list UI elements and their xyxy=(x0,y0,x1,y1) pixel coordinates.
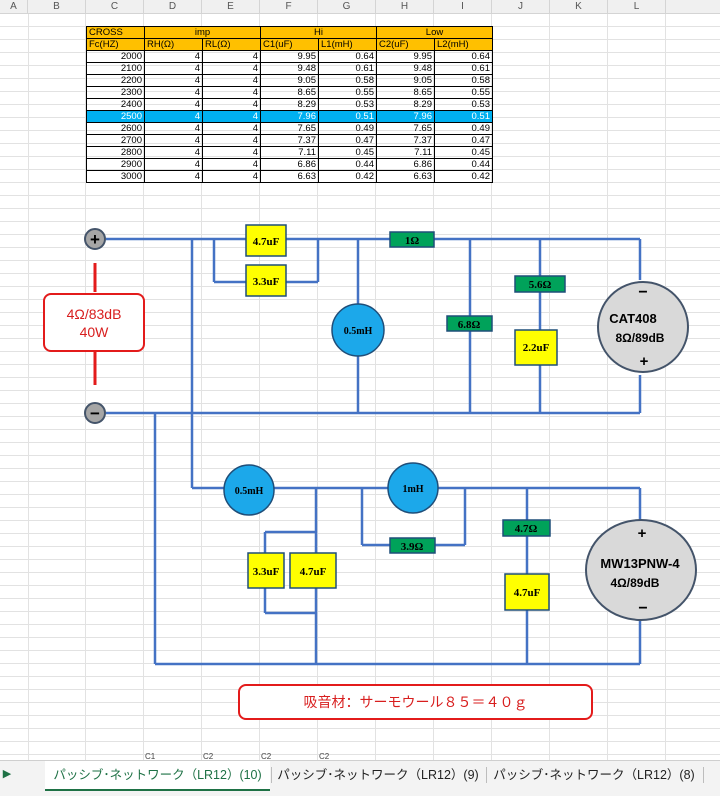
hi-series-resistor[interactable]: 1Ω xyxy=(389,231,435,248)
low-zobel-resistor-label: 4.7Ω xyxy=(515,523,538,535)
column-header-l[interactable]: L xyxy=(608,0,666,13)
hi-shunt-resistor[interactable]: 6.8Ω xyxy=(446,315,493,332)
table-cell[interactable]: 0.51 xyxy=(318,110,377,123)
column-header-e[interactable]: E xyxy=(202,0,260,13)
tweeter-spec: 8Ω/89dB xyxy=(616,331,665,345)
hi-cap1[interactable]: 4.7uF xyxy=(245,224,287,257)
low-parallel-resistor-label: 3.9Ω xyxy=(401,541,424,553)
low-zobel-capacitor[interactable]: 4.7uF xyxy=(504,573,550,611)
tab-separator xyxy=(271,767,272,783)
tweeter-plus: + xyxy=(640,353,649,370)
table-cell[interactable]: 4 xyxy=(202,170,261,183)
low-cap2-label: 4.7uF xyxy=(300,566,327,578)
low-cap1-label: 3.3uF xyxy=(253,566,280,578)
table-cell[interactable]: 0.42 xyxy=(434,170,493,183)
col-header-rl[interactable]: RL(Ω) xyxy=(202,38,261,51)
hi-cap1-label: 4.7uF xyxy=(253,236,280,248)
column-header-c[interactable]: C xyxy=(86,0,144,13)
low-cap1[interactable]: 3.3uF xyxy=(247,552,285,589)
hi-header[interactable]: Hi xyxy=(260,26,377,39)
low-cap2[interactable]: 4.7uF xyxy=(289,552,337,589)
crossover-circuit: + − 4.7uF 3.3uF 1Ω 0.5mH 6.8Ω 5.6Ω 2.2uF… xyxy=(84,224,697,666)
col-header-l1[interactable]: L1(mH) xyxy=(318,38,377,51)
column-header-g[interactable]: G xyxy=(318,0,376,13)
column-header-f[interactable]: F xyxy=(260,0,318,13)
table-cell[interactable]: 0.51 xyxy=(434,110,493,123)
amp-callout[interactable]: 4Ω/83dB 40W xyxy=(43,293,145,352)
woofer-spec: 4Ω/89dB xyxy=(611,576,660,590)
woofer-name: MW13PNW-4 xyxy=(600,556,680,571)
tweeter-name: CAT408 xyxy=(609,311,656,326)
minus-terminal-label: − xyxy=(90,404,100,423)
hi-cap2-label: 3.3uF xyxy=(253,276,280,288)
note-callout[interactable]: 吸音材：サーモウール８５＝４０ｇ xyxy=(238,684,593,720)
low-zobel-resistor[interactable]: 4.7Ω xyxy=(502,519,551,537)
sheet-tab-bar: ▶ パッシブ･ネットワーク（LR12）(10) パッシブ･ネットワーク（LR12… xyxy=(0,760,720,796)
table-cell[interactable]: 4 xyxy=(144,170,203,183)
sheet-tab-10[interactable]: パッシブ･ネットワーク（LR12）(10) xyxy=(45,761,270,791)
table-cell[interactable]: 4 xyxy=(202,110,261,123)
amp-callout-line1: 4Ω/83dB xyxy=(66,306,122,322)
hi-inductor[interactable]: 0.5mH xyxy=(331,303,385,357)
tab-separator xyxy=(703,767,704,783)
column-header-bar: A B C D E F G H I J K L xyxy=(0,0,720,14)
stub-2: C2 xyxy=(203,752,214,761)
sheet-tab-9[interactable]: パッシブ･ネットワーク（LR12）(9) xyxy=(277,768,479,782)
hi-notch-capacitor[interactable]: 2.2uF xyxy=(514,329,558,366)
woofer-driver[interactable]: + MW13PNW-4 4Ω/89dB − xyxy=(585,519,697,621)
low-inductor1[interactable]: 0.5mH xyxy=(223,464,275,516)
low-parallel-resistor[interactable]: 3.9Ω xyxy=(389,537,436,554)
woofer-plus: + xyxy=(638,525,647,542)
column-header-k[interactable]: K xyxy=(550,0,608,13)
hi-notch-capacitor-label: 2.2uF xyxy=(523,342,550,354)
stub-1: C1 xyxy=(145,752,156,761)
hi-shunt-resistor-label: 6.8Ω xyxy=(458,319,481,331)
tweeter-minus: − xyxy=(638,284,647,301)
hi-cap2[interactable]: 3.3uF xyxy=(245,264,287,297)
tweeter-driver[interactable]: − CAT408 8Ω/89dB + xyxy=(597,281,689,373)
col-header-fc[interactable]: Fc(HZ) xyxy=(86,38,145,51)
note-text: 吸音材：サーモウール８５＝４０ｇ xyxy=(303,694,528,710)
hi-inductor-label: 0.5mH xyxy=(344,326,373,337)
amp-callout-line2: 40W xyxy=(79,324,109,340)
crossover-table[interactable]: CROSS imp Hi Low Fc(HZ) RH(Ω) RL(Ω) C1(u… xyxy=(86,26,493,183)
low-zobel-capacitor-label: 4.7uF xyxy=(514,587,541,599)
plus-terminal-label: + xyxy=(90,230,100,249)
stub-3: C2 xyxy=(261,752,272,761)
wires xyxy=(106,237,642,666)
sheet-tab-8[interactable]: パッシブ･ネットワーク（LR12）(8) xyxy=(493,768,695,782)
column-header-i[interactable]: I xyxy=(434,0,492,13)
woofer-minus: − xyxy=(638,600,647,617)
low-inductor1-label: 0.5mH xyxy=(235,486,264,497)
cross-header[interactable]: CROSS xyxy=(86,26,145,39)
column-header-b[interactable]: B xyxy=(28,0,86,13)
col-header-rh[interactable]: RH(Ω) xyxy=(144,38,203,51)
minus-terminal[interactable]: − xyxy=(84,402,106,424)
col-header-l2[interactable]: L2(mH) xyxy=(434,38,493,51)
tab-scroll-right-icon[interactable]: ▶ xyxy=(2,768,12,780)
column-header-a[interactable]: A xyxy=(0,0,28,13)
hi-notch-resistor[interactable]: 5.6Ω xyxy=(514,275,566,293)
column-header-d[interactable]: D xyxy=(144,0,202,13)
low-inductor2[interactable]: 1mH xyxy=(387,462,439,514)
table-cell[interactable]: 2500 xyxy=(86,110,145,123)
hi-notch-resistor-label: 5.6Ω xyxy=(529,279,552,291)
column-header-j[interactable]: J xyxy=(492,0,550,13)
stub-4: C2 xyxy=(319,752,330,761)
low-inductor2-label: 1mH xyxy=(402,484,423,495)
plus-terminal[interactable]: + xyxy=(84,228,106,250)
hi-series-resistor-label: 1Ω xyxy=(405,235,420,247)
tab-separator xyxy=(486,767,487,783)
column-header-h[interactable]: H xyxy=(376,0,434,13)
